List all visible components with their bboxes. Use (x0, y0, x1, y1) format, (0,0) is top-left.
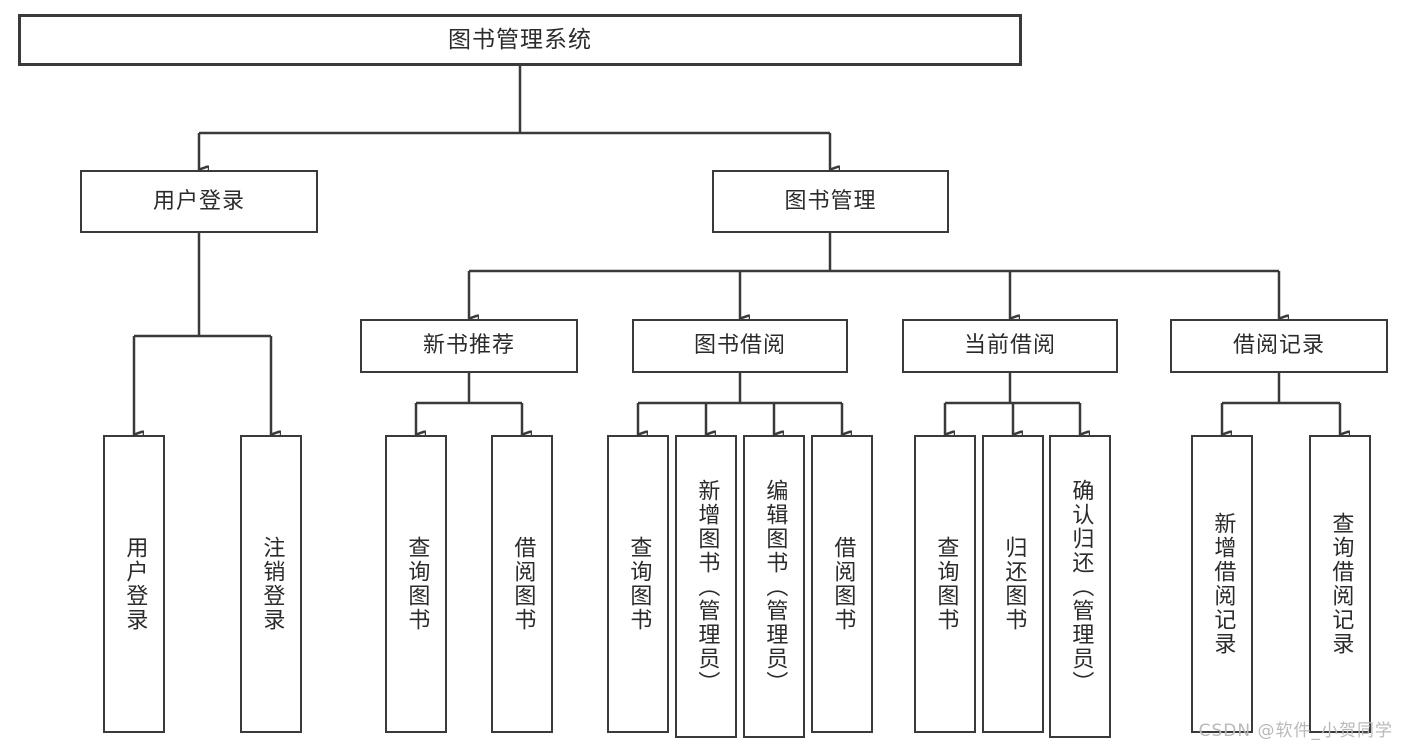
node-label: 当前借阅 (963, 333, 1056, 358)
leaf-label: 查询借阅记录 (1328, 512, 1354, 656)
leaf-label: 查询图书 (626, 536, 652, 632)
leaf-add-book-admin[interactable]: 新增图书（管理员） (675, 435, 737, 738)
leaf-borrow-book-recommend[interactable]: 借阅图书 (491, 435, 553, 733)
leaf-label: 用户登录 (122, 536, 148, 632)
leaf-label: 确认归还（管理员） (1068, 478, 1094, 695)
leaf-label: 归还图书 (1001, 536, 1027, 632)
node-new-book-recommend[interactable]: 新书推荐 (360, 319, 578, 373)
node-label: 图书管理系统 (448, 26, 592, 53)
leaf-label: 查询图书 (933, 536, 959, 632)
leaf-label: 注销登录 (259, 536, 285, 632)
node-user-login[interactable]: 用户登录 (80, 170, 318, 233)
leaf-query-borrow-record[interactable]: 查询借阅记录 (1309, 435, 1371, 733)
leaf-label: 借阅图书 (510, 536, 536, 632)
leaf-edit-book-admin[interactable]: 编辑图书（管理员） (743, 435, 805, 738)
leaf-query-book-recommend[interactable]: 查询图书 (385, 435, 447, 733)
csdn-watermark: CSDN @软件_小贺同学 (1198, 721, 1393, 741)
node-current-borrow[interactable]: 当前借阅 (902, 319, 1118, 373)
leaf-return-book[interactable]: 归还图书 (982, 435, 1044, 733)
node-label: 用户登录 (152, 188, 245, 214)
node-label: 借阅记录 (1232, 333, 1325, 358)
leaf-label: 借阅图书 (830, 536, 856, 632)
node-book-management[interactable]: 图书管理 (712, 170, 949, 233)
node-label: 图书管理 (784, 188, 877, 214)
leaf-logout[interactable]: 注销登录 (240, 435, 302, 733)
leaf-label: 查询图书 (404, 536, 430, 632)
node-label: 图书借阅 (693, 333, 786, 358)
leaf-borrow-book[interactable]: 借阅图书 (811, 435, 873, 733)
node-root-library-system[interactable]: 图书管理系统 (18, 14, 1022, 66)
leaf-user-login[interactable]: 用户登录 (103, 435, 165, 733)
leaf-query-book-borrow[interactable]: 查询图书 (607, 435, 669, 733)
leaf-label: 新增借阅记录 (1210, 512, 1236, 656)
node-borrow-record[interactable]: 借阅记录 (1170, 319, 1388, 373)
node-label: 新书推荐 (422, 333, 515, 358)
leaf-label: 新增图书（管理员） (694, 478, 720, 695)
leaf-add-borrow-record[interactable]: 新增借阅记录 (1191, 435, 1253, 733)
node-book-borrow[interactable]: 图书借阅 (632, 319, 848, 373)
leaf-confirm-return-admin[interactable]: 确认归还（管理员） (1049, 435, 1111, 738)
leaf-label: 编辑图书（管理员） (762, 478, 788, 695)
leaf-query-book-current[interactable]: 查询图书 (914, 435, 976, 733)
